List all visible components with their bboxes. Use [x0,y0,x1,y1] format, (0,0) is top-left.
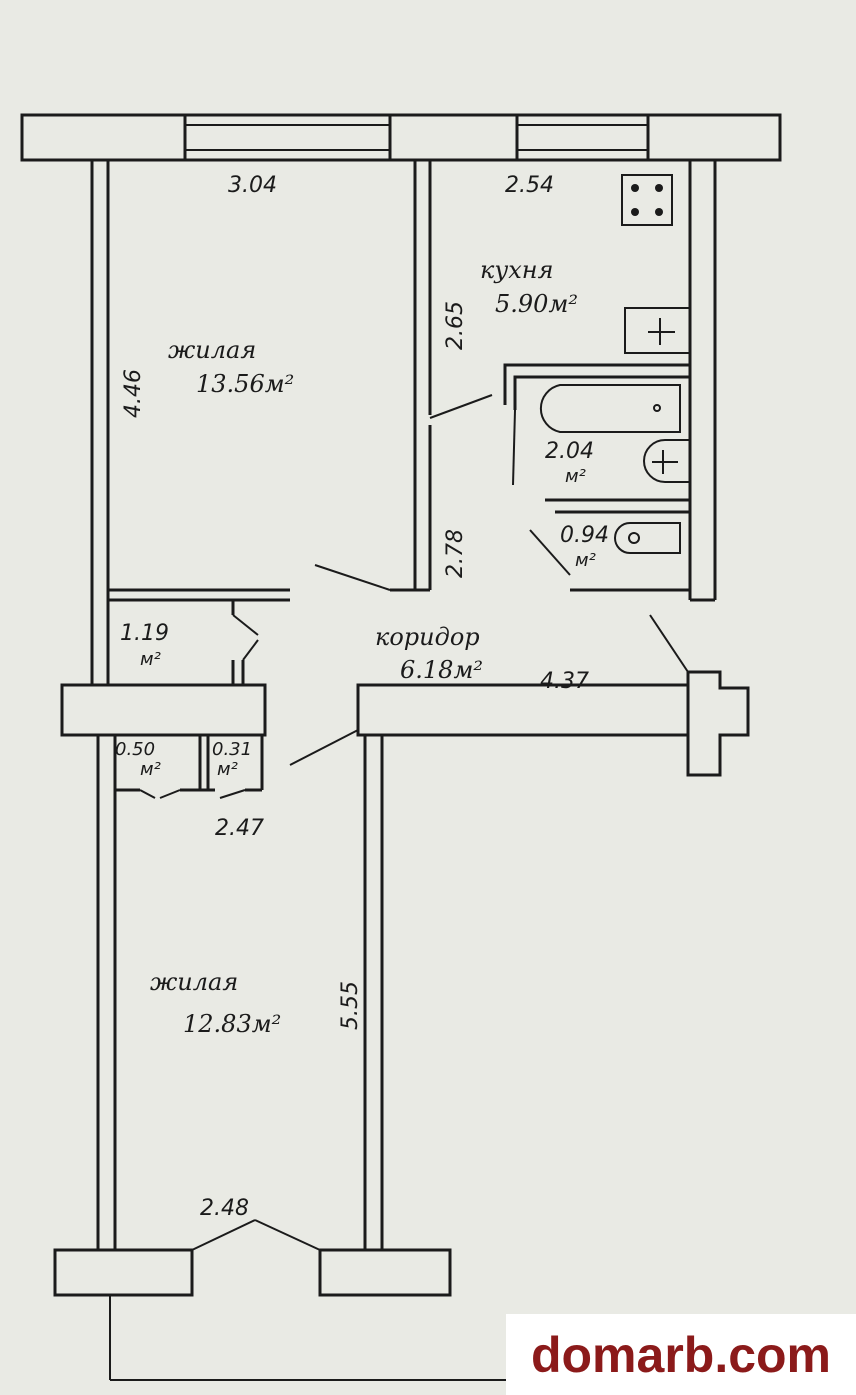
dim-living2-width: 2.48 [200,1196,249,1221]
sink-icon [624,307,691,354]
room-area-storage3: 0.31 [212,739,252,760]
doors [139,394,689,1251]
fixtures [539,174,691,554]
room-unit-storage3: м² [217,759,238,780]
dim-kitchen-length: 2.65 [443,301,468,350]
stove-icon [621,174,673,226]
room-area-living2: 12.83м² [183,1010,281,1038]
room-area-kitchen: 5.90м² [495,290,578,318]
watermark-logo: domarb.com [506,1314,856,1395]
room-name-kitchen: кухня [480,256,554,284]
bathtub-icon [539,384,681,433]
dim-living2-length: 5.55 [338,981,363,1030]
room-area-living1: 13.56м² [196,370,294,398]
room-name-corridor: коридор [375,623,480,651]
top-exterior-wall [20,113,782,162]
walls [53,160,750,1381]
dim-corridor-side: 2.78 [443,529,468,578]
room-area-bathroom: 2.04 [545,439,594,464]
dim-living1-length: 4.46 [121,369,146,418]
dim-corridor-length: 4.37 [540,669,589,694]
dim-hall-width: 2.47 [215,816,264,841]
toilet-icon [614,522,681,554]
room-name-living2: жилая [150,968,238,996]
room-name-living1: жилая [168,336,256,364]
washbasin-icon [643,439,691,483]
dim-living1-width: 3.04 [228,173,277,198]
room-unit-storage2: м² [140,759,161,780]
room-area-toilet: 0.94 [560,523,609,548]
watermark-text: domarb.com [530,1326,832,1383]
dim-kitchen-width: 2.54 [505,173,554,198]
room-unit-toilet: м² [575,550,596,571]
room-unit-storage1: м² [140,649,161,670]
room-unit-bathroom: м² [565,466,586,487]
room-area-storage2: 0.50 [115,739,155,760]
room-area-corridor: 6.18м² [400,656,483,684]
room-area-storage1: 1.19 [120,621,169,646]
